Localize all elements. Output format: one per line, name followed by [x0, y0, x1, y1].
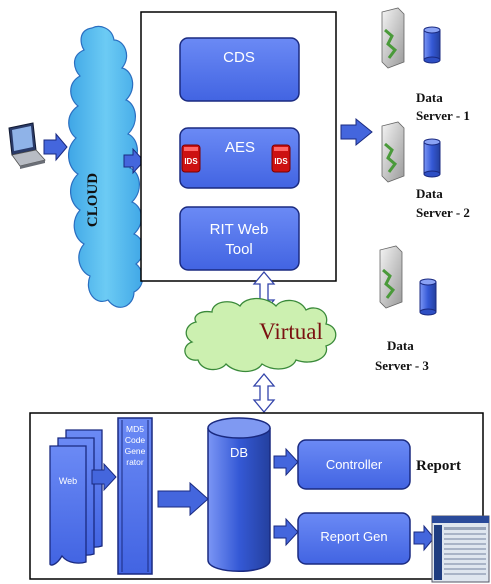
md5-line-3: Gene [125, 446, 146, 456]
disk-3-icon [419, 278, 437, 316]
report-gen-label: Report Gen [320, 529, 387, 544]
db-to-reportgen-arrow [273, 517, 299, 547]
db-cylinder-icon [207, 417, 271, 572]
main-to-servers-arrow [340, 117, 373, 147]
cds-block: CDS [179, 37, 300, 102]
server-3-line2: Server - 3 [375, 358, 429, 373]
db-to-controller-arrow [273, 447, 299, 477]
server-3-icon [379, 245, 403, 309]
controller-label: Controller [326, 457, 383, 472]
web-pages-stack [49, 429, 103, 566]
server-2-icon [381, 121, 405, 183]
cds-label: CDS [223, 49, 255, 66]
aes-label: AES [225, 139, 255, 156]
ids-badge-right: IDS [271, 144, 291, 173]
ids-badge-left: IDS [181, 144, 201, 173]
virtual-label: Virtual [259, 319, 323, 344]
disk-2-icon [423, 138, 441, 178]
laptop-icon [8, 122, 46, 169]
report-screenshot-thumbnail [431, 515, 490, 583]
server-3-line1: Data [387, 338, 414, 353]
reportgen-to-screen-arrow [413, 524, 435, 552]
report-label: Report [416, 458, 461, 474]
web-label: Web [59, 476, 77, 486]
md5-to-db-arrow [157, 481, 209, 517]
virtual-bottom-double-arrow [252, 372, 276, 414]
server-1-icon [381, 7, 405, 69]
controller-block: Controller [297, 439, 411, 490]
md5-generator-block [117, 417, 153, 575]
rit-line2-label: Tool [225, 241, 253, 258]
rit-web-tool-block: RIT Web Tool [179, 206, 300, 271]
laptop-to-cloud-arrow [43, 132, 68, 162]
db-label: DB [230, 445, 248, 460]
server-1-line2: Server - 1 [416, 108, 470, 123]
disk-1-icon [423, 26, 441, 64]
web-to-md5-arrow [91, 462, 117, 492]
cloud-to-main-arrow [123, 147, 145, 175]
cloud-shape [68, 25, 144, 308]
cloud-label: CLOUD [85, 173, 101, 227]
server-2-line1: Data [416, 186, 443, 201]
virtual-cloud-shape [184, 297, 337, 373]
server-1-line1: Data [416, 90, 443, 105]
md5-line-2: Code [125, 435, 146, 445]
md5-line-1: MD5 [126, 424, 144, 434]
aes-block: AES [179, 127, 300, 189]
report-gen-block: Report Gen [297, 512, 411, 565]
ids-left-label: IDS [184, 157, 198, 166]
md5-line-4: rator [126, 457, 144, 467]
ids-right-label: IDS [274, 157, 288, 166]
server-2-line2: Server - 2 [416, 205, 470, 220]
rit-line1-label: RIT Web [210, 221, 269, 238]
